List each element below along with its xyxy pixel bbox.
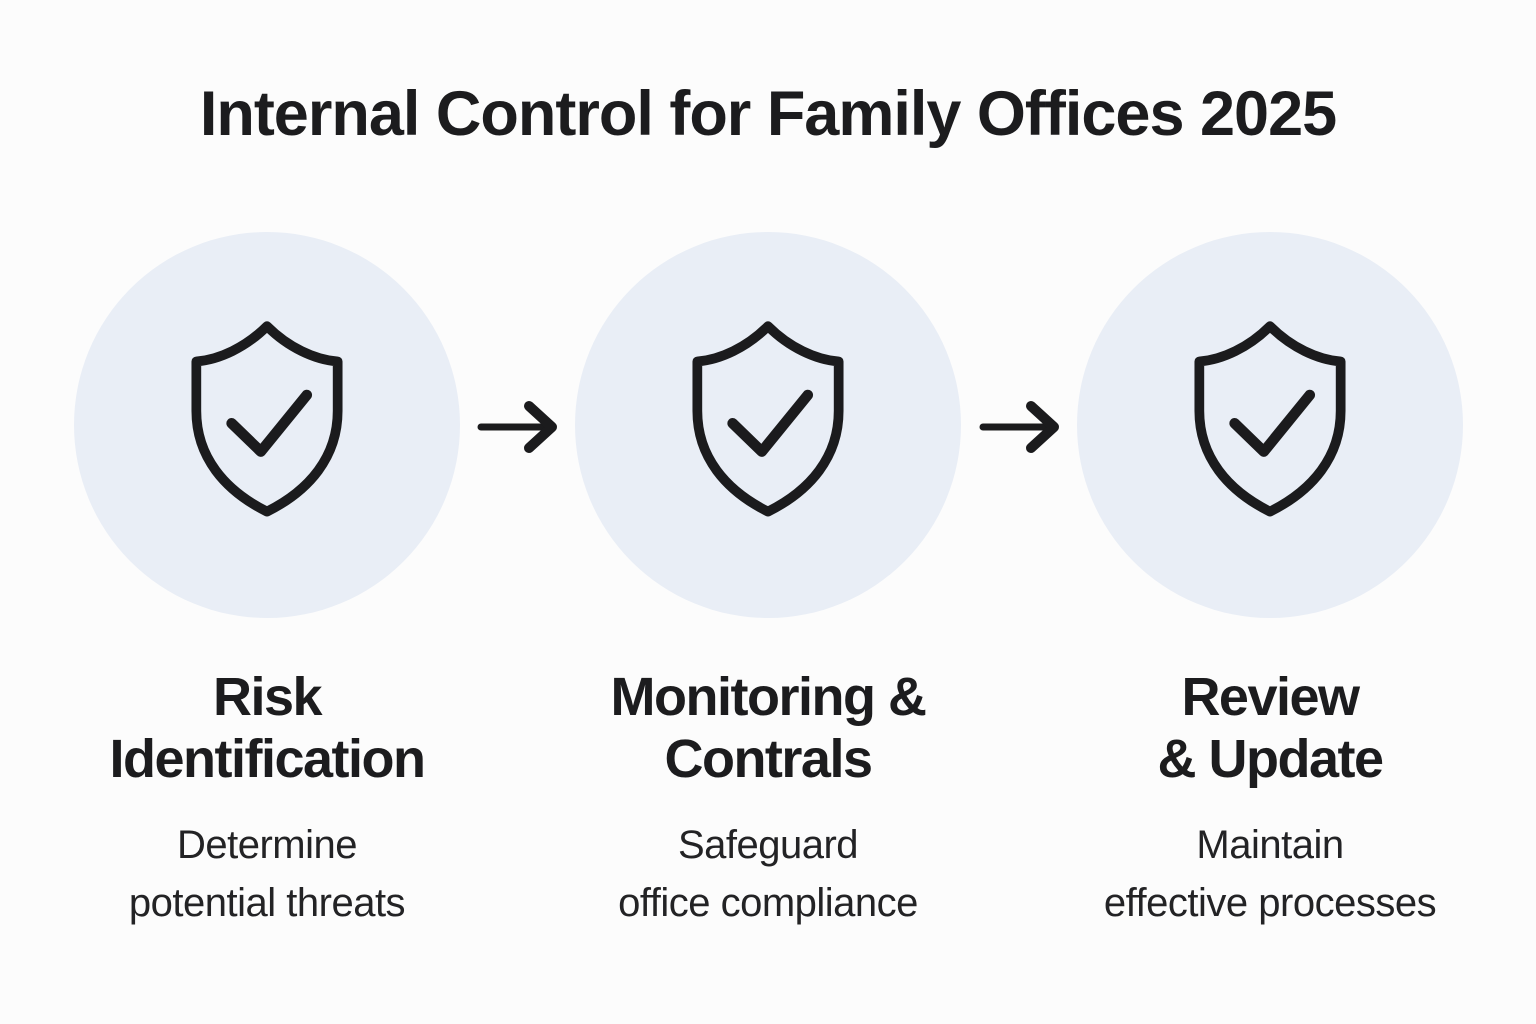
shield-check-icon bbox=[692, 321, 844, 517]
shield-check-icon bbox=[1194, 321, 1346, 517]
step-desc-line: office compliance bbox=[618, 881, 918, 925]
step-desc-line: Determine bbox=[176, 823, 358, 867]
step-title: Monitoring & Contrals bbox=[610, 666, 927, 790]
step-monitoring-controls: Monitoring & Contrals Safeguard office c… bbox=[533, 232, 1003, 932]
icon-badge bbox=[1077, 232, 1463, 618]
shield-check-icon bbox=[191, 321, 343, 517]
step-title: Risk Identification bbox=[109, 666, 427, 790]
step-title-line: Review bbox=[1181, 667, 1360, 727]
icon-badge bbox=[575, 232, 961, 618]
arrow-right-icon bbox=[477, 401, 557, 453]
page-title: Internal Control for Family Offices 2025 bbox=[199, 79, 1337, 149]
arrow-right-icon bbox=[979, 401, 1059, 453]
step-desc-line: Safeguard bbox=[677, 823, 859, 867]
step-title-line: Identification bbox=[109, 729, 427, 789]
step-review-update: Review & Update Maintain effective proce… bbox=[1035, 232, 1505, 932]
step-title: Review & Update bbox=[1157, 666, 1384, 790]
step-title-line: Monitoring & bbox=[610, 667, 927, 727]
step-title-line: Contrals bbox=[664, 729, 873, 789]
step-desc-line: Maintain bbox=[1196, 823, 1344, 867]
step-desc-line: potential threats bbox=[128, 881, 406, 925]
step-title-line: & Update bbox=[1157, 729, 1384, 789]
step-description: Maintain effective processes bbox=[1103, 816, 1437, 932]
step-desc-line: effective processes bbox=[1103, 881, 1437, 925]
icon-badge bbox=[74, 232, 460, 618]
step-description: Safeguard office compliance bbox=[618, 816, 918, 932]
step-risk-identification: Risk Identification Determine potential … bbox=[32, 232, 502, 932]
step-title-line: Risk bbox=[212, 667, 323, 727]
step-description: Determine potential threats bbox=[128, 816, 406, 932]
